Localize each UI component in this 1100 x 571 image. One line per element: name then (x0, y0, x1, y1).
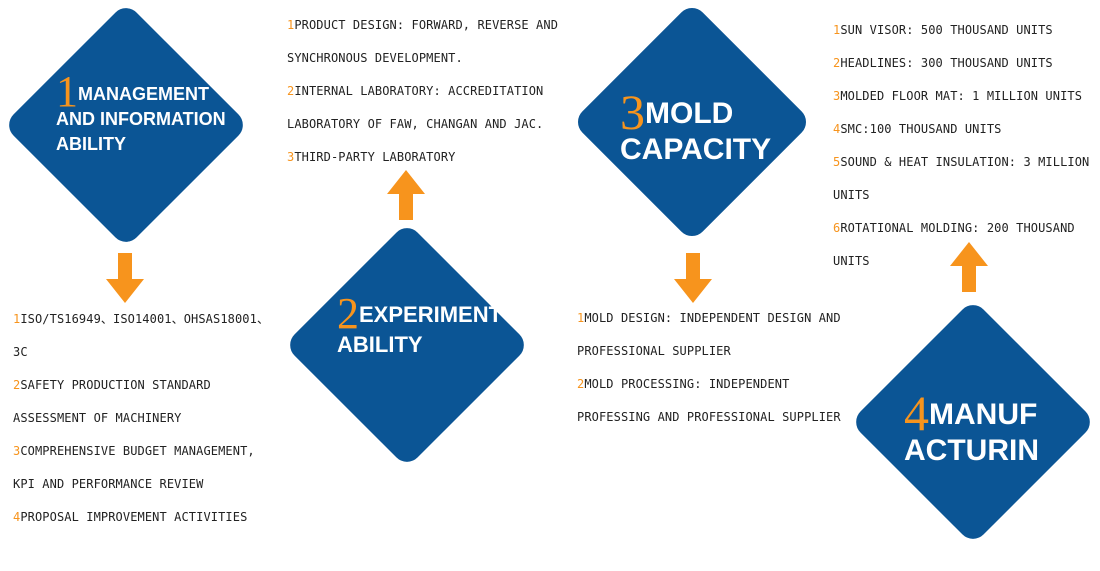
item-number: 3 (13, 444, 21, 458)
title-line: CAPACITY (620, 133, 772, 166)
item-text: PROPOSAL IMPROVEMENT ACTIVITIES (20, 510, 248, 524)
diamond-experiment: 2EXPERIMENT ABILITY (281, 219, 533, 471)
item-number: 2 (287, 84, 295, 98)
item-text: PRODUCT DESIGN: FORWARD, REVERSE AND (294, 18, 559, 32)
list-item: 4SMC:100 THOUSAND UNITS (833, 113, 1098, 146)
list-item: 3THIRD-PARTY LABORATORY (287, 141, 577, 174)
list-item: 3MOLDED FLOOR MAT: 1 MILLION UNITS (833, 80, 1098, 113)
item-text: 3C (13, 345, 28, 359)
item-number: 1 (13, 312, 21, 326)
section-number: 4 (904, 385, 929, 441)
item-text: ISO/TS16949、ISO14001、OHSAS18001、 (20, 312, 270, 326)
item-number: 4 (833, 122, 841, 136)
diamond-manufacturing: 4MANUF ACTURIN (846, 293, 1100, 551)
item-text: INTERNAL LABORATORY: ACCREDITATION (294, 84, 544, 98)
item-text: PROFESSIONAL SUPPLIER (577, 344, 731, 358)
list-item: 2HEADLINES: 300 THOUSAND UNITS (833, 47, 1098, 80)
item-text: MOLD PROCESSING: INDEPENDENT (584, 377, 790, 391)
diamond-shape (7, 6, 245, 244)
item-text: COMPREHENSIVE BUDGET MANAGEMENT, (20, 444, 255, 458)
list-item: 2MOLD PROCESSING: INDEPENDENT (577, 368, 867, 401)
arrow-up-icon (950, 242, 988, 292)
item-number: 2 (577, 377, 585, 391)
list-item: 2INTERNAL LABORATORY: ACCREDITATION (287, 75, 577, 108)
list-mold: 1MOLD DESIGN: INDEPENDENT DESIGN AND PRO… (577, 302, 867, 434)
list-item: ASSESSMENT OF MACHINERY (13, 402, 303, 435)
diamond-label: 2EXPERIMENT ABILITY (337, 292, 537, 360)
list-item: KPI AND PERFORMANCE REVIEW (13, 468, 303, 501)
title-line: ABILITY (337, 332, 423, 357)
item-text: UNITS (833, 254, 870, 268)
item-text: PROFESSING AND PROFESSIONAL SUPPLIER (577, 410, 841, 424)
item-text: KPI AND PERFORMANCE REVIEW (13, 477, 204, 491)
section-number: 3 (620, 84, 645, 140)
arrow-down-icon (674, 253, 712, 303)
list-item: 1MOLD DESIGN: INDEPENDENT DESIGN AND (577, 302, 867, 335)
item-text: MOLD DESIGN: INDEPENDENT DESIGN AND (584, 311, 841, 325)
list-item: 1SUN VISOR: 500 THOUSAND UNITS (833, 14, 1098, 47)
list-item: 3C (13, 336, 303, 369)
item-number: 1 (833, 23, 841, 37)
title-line: ABILITY (56, 134, 126, 154)
arrow-up-icon (387, 170, 425, 220)
list-item: 4PROPOSAL IMPROVEMENT ACTIVITIES (13, 501, 303, 534)
item-text: SUN VISOR: 500 THOUSAND UNITS (840, 23, 1053, 37)
item-number: 3 (287, 150, 295, 164)
title-line: EXPERIMENT (359, 302, 503, 327)
item-text: SMC:100 THOUSAND UNITS (840, 122, 1002, 136)
list-item: PROFESSIONAL SUPPLIER (577, 335, 867, 368)
list-item: 1ISO/TS16949、ISO14001、OHSAS18001、 (13, 303, 303, 336)
list-item: PROFESSING AND PROFESSIONAL SUPPLIER (577, 401, 867, 434)
item-text: THIRD-PARTY LABORATORY (294, 150, 456, 164)
item-number: 3 (833, 89, 841, 103)
list-item: 2SAFETY PRODUCTION STANDARD (13, 369, 303, 402)
diamond-shape (576, 6, 808, 238)
title-line: ACTURIN (904, 434, 1039, 467)
diamond-label: 3MOLD CAPACITY (620, 87, 820, 168)
list-item: UNITS (833, 179, 1098, 212)
title-line: MANUF (929, 398, 1038, 431)
list-experiment: 1PRODUCT DESIGN: FORWARD, REVERSE AND SY… (287, 9, 577, 174)
diamond-label: 1MANAGEMENT AND INFORMATION ABILITY (56, 70, 246, 156)
diamond-shape (854, 303, 1092, 541)
item-number: 5 (833, 155, 841, 169)
list-item: 6ROTATIONAL MOLDING: 200 THOUSAND (833, 212, 1098, 245)
item-text: ROTATIONAL MOLDING: 200 THOUSAND (840, 221, 1075, 235)
list-item: LABORATORY OF FAW, CHANGAN AND JAC. (287, 108, 577, 141)
list-item: 5SOUND & HEAT INSULATION: 3 MILLION (833, 146, 1098, 179)
item-text: SAFETY PRODUCTION STANDARD (20, 378, 211, 392)
item-text: MOLDED FLOOR MAT: 1 MILLION UNITS (840, 89, 1083, 103)
item-number: 2 (833, 56, 841, 70)
item-number: 4 (13, 510, 21, 524)
item-number: 2 (13, 378, 21, 392)
diamond-management: 1MANAGEMENT AND INFORMATION ABILITY (0, 0, 252, 250)
diamond-shape (288, 226, 526, 464)
section-number: 2 (337, 289, 359, 338)
title-line: MANAGEMENT (78, 84, 209, 104)
list-item: UNITS (833, 245, 1098, 278)
list-item: SYNCHRONOUS DEVELOPMENT. (287, 42, 577, 75)
item-text: SYNCHRONOUS DEVELOPMENT. (287, 51, 463, 65)
list-item: 1PRODUCT DESIGN: FORWARD, REVERSE AND (287, 9, 577, 42)
title-line: MOLD (645, 97, 734, 130)
item-text: ASSESSMENT OF MACHINERY (13, 411, 182, 425)
item-text: UNITS (833, 188, 870, 202)
arrow-down-icon (106, 253, 144, 303)
item-text: LABORATORY OF FAW, CHANGAN AND JAC. (287, 117, 544, 131)
diamond-label: 4MANUF ACTURIN (904, 388, 1094, 469)
item-number: 1 (577, 311, 585, 325)
list-item: 3COMPREHENSIVE BUDGET MANAGEMENT, (13, 435, 303, 468)
section-number: 1 (56, 67, 78, 116)
list-management: 1ISO/TS16949、ISO14001、OHSAS18001、 3C 2SA… (13, 303, 303, 534)
item-number: 1 (287, 18, 295, 32)
item-text: SOUND & HEAT INSULATION: 3 MILLION (840, 155, 1090, 169)
title-line: AND INFORMATION (56, 109, 226, 129)
list-manufacturing: 1SUN VISOR: 500 THOUSAND UNITS 2HEADLINE… (833, 14, 1098, 278)
diamond-mold: 3MOLD CAPACITY (564, 0, 820, 248)
item-number: 6 (833, 221, 841, 235)
item-text: HEADLINES: 300 THOUSAND UNITS (840, 56, 1053, 70)
